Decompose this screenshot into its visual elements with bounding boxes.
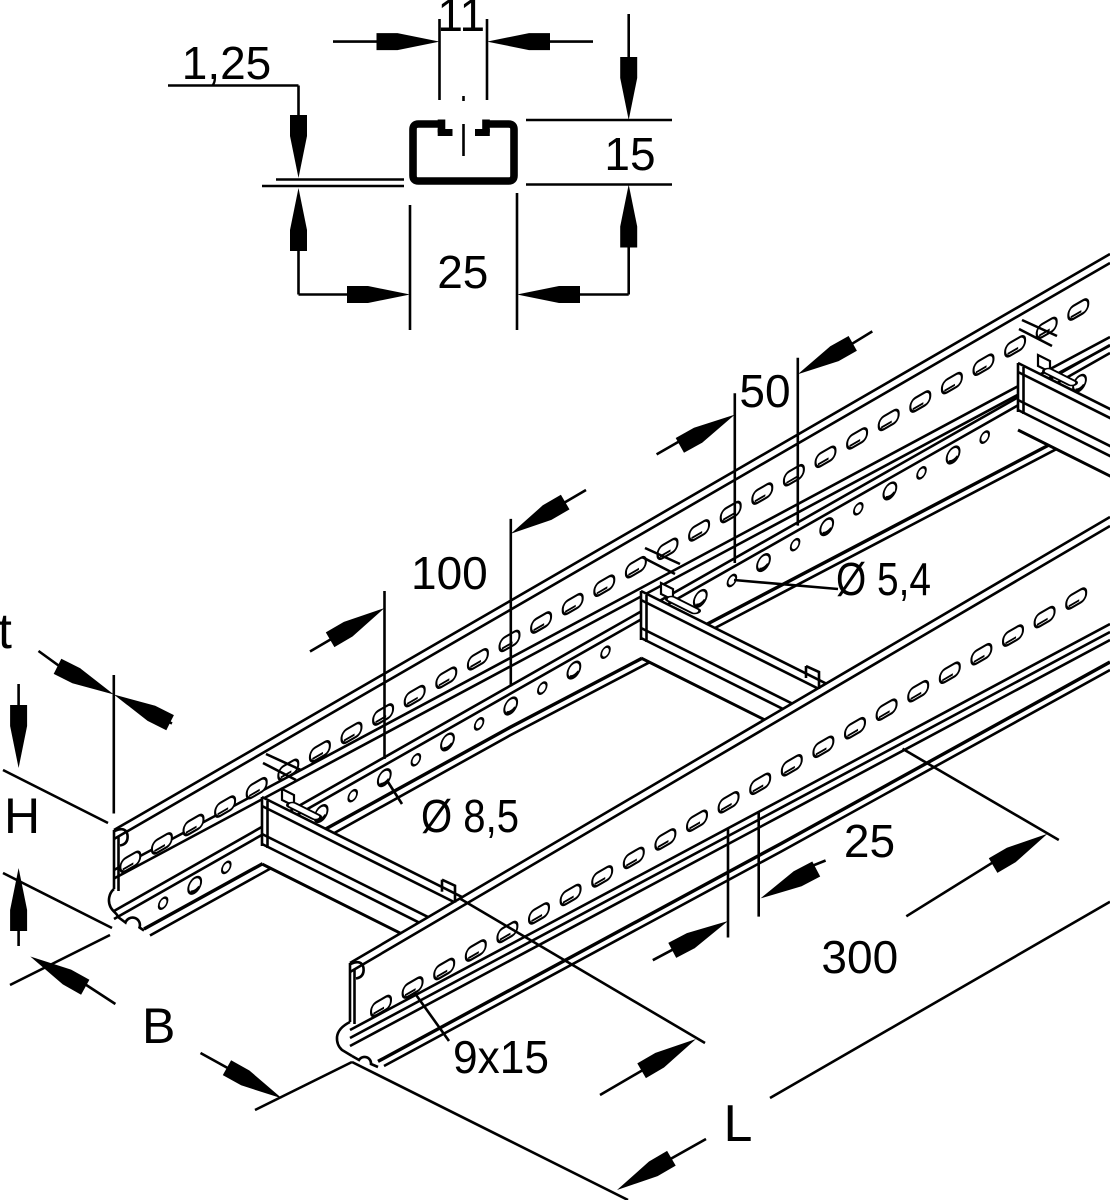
svg-text:15: 15 xyxy=(604,128,655,180)
svg-text:100: 100 xyxy=(411,547,488,599)
svg-text:25: 25 xyxy=(437,246,488,298)
svg-text:H: H xyxy=(4,788,40,844)
svg-text:Ø 5,4: Ø 5,4 xyxy=(836,553,931,605)
svg-text:L: L xyxy=(724,1095,753,1153)
svg-text:1,25: 1,25 xyxy=(182,37,272,89)
svg-text:25: 25 xyxy=(844,815,895,867)
svg-text:50: 50 xyxy=(739,365,790,417)
svg-text:t: t xyxy=(0,603,12,659)
svg-text:B: B xyxy=(142,998,175,1054)
svg-text:Ø 8,5: Ø 8,5 xyxy=(421,790,519,842)
svg-text:300: 300 xyxy=(821,931,898,983)
svg-text:11: 11 xyxy=(437,0,485,41)
svg-text:9x15: 9x15 xyxy=(453,1031,549,1083)
